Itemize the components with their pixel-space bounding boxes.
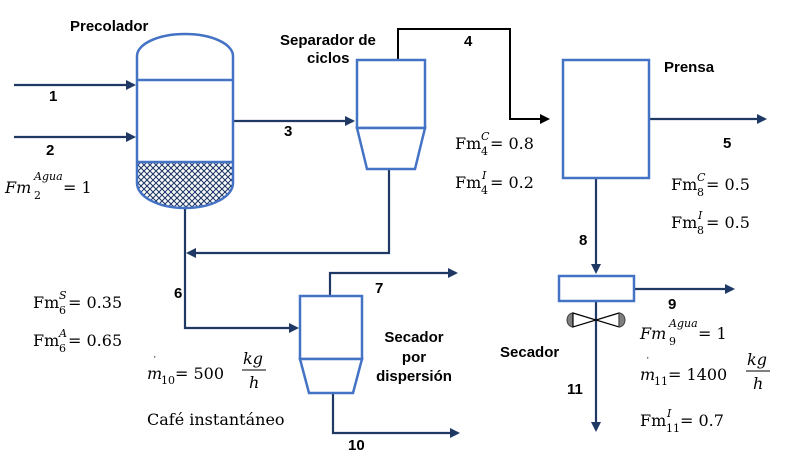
svg-text:kg: kg xyxy=(747,350,767,369)
svg-text:4: 4 xyxy=(481,184,488,197)
svg-text:S: S xyxy=(59,289,67,302)
svg-text:Fm: Fm xyxy=(4,178,31,197)
stream-6-pipe xyxy=(183,198,299,333)
valve-icon xyxy=(566,312,626,328)
stream-6-label: 6 xyxy=(174,285,182,302)
svg-text:10: 10 xyxy=(161,374,175,387)
svg-text:= 1: = 1 xyxy=(63,178,92,197)
stream-5-label: 5 xyxy=(723,135,731,152)
precolador-vessel xyxy=(135,32,235,210)
svg-text:6: 6 xyxy=(59,304,66,317)
svg-text:˙: ˙ xyxy=(152,355,158,368)
svg-text:2: 2 xyxy=(34,189,41,202)
svg-text:h: h xyxy=(753,374,763,393)
svg-text:9: 9 xyxy=(669,335,676,348)
secador-unit xyxy=(557,274,636,303)
svg-text:= 0.35: = 0.35 xyxy=(68,293,122,312)
svg-text:Fm: Fm xyxy=(33,331,59,350)
annotation-m10: m ˙ 10 = 500 kg h xyxy=(147,349,266,392)
stream-10-pipe xyxy=(331,393,460,438)
svg-text:= 0.2: = 0.2 xyxy=(490,173,534,192)
prensa-unit xyxy=(561,58,651,180)
svg-text:h: h xyxy=(249,373,259,392)
annotation-fm4-i: Fm I 4 = 0.2 xyxy=(455,169,534,197)
svg-text:kg: kg xyxy=(243,349,263,368)
svg-text:Fm: Fm xyxy=(33,293,59,312)
annotation-fm6-s: Fm S 6 = 0.35 xyxy=(33,289,122,317)
stream-10-label: 10 xyxy=(348,437,365,454)
stream-3-label: 3 xyxy=(284,123,292,140)
stream-7-pipe xyxy=(328,268,458,296)
recycle-pipe xyxy=(186,169,391,258)
svg-text:Fm: Fm xyxy=(671,213,697,232)
svg-text:Fm: Fm xyxy=(671,175,697,194)
stream-9-label: 9 xyxy=(668,296,676,313)
svg-text:= 1: = 1 xyxy=(698,324,727,343)
svg-text:11: 11 xyxy=(666,422,680,435)
annotation-fm2-agua: Fm Agua 2 = 1 xyxy=(4,170,92,202)
svg-text:4: 4 xyxy=(481,145,488,158)
svg-text:= 0.8: = 0.8 xyxy=(490,134,534,153)
stream-8-label: 8 xyxy=(579,232,587,249)
annotation-m11: m ˙ 11 = 1400 kg h xyxy=(640,350,770,393)
svg-text:Agua: Agua xyxy=(33,170,63,183)
svg-text:I: I xyxy=(666,407,672,420)
svg-text:m: m xyxy=(147,364,162,383)
svg-text:I: I xyxy=(481,169,487,182)
prensa-label: Prensa xyxy=(664,59,715,76)
svg-text:= 0.7: = 0.7 xyxy=(680,411,724,430)
secador-dispersion-unit xyxy=(298,294,364,395)
svg-text:Fm: Fm xyxy=(455,173,481,192)
svg-text:˙: ˙ xyxy=(645,356,651,369)
stream-2-label: 2 xyxy=(46,142,54,159)
svg-text:Fm: Fm xyxy=(639,324,666,343)
svg-text:6: 6 xyxy=(59,342,66,355)
annotation-fm8-c: Fm C 8 = 0.5 xyxy=(671,171,750,199)
precolador-packed-bed xyxy=(137,162,233,208)
annotation-fm9-agua: Fm Agua 9 = 1 xyxy=(639,317,727,348)
stream-11-label: 11 xyxy=(567,381,583,398)
stream-7-label: 7 xyxy=(375,280,383,297)
svg-text:m: m xyxy=(640,365,655,384)
svg-text:11: 11 xyxy=(654,375,668,388)
svg-text:A: A xyxy=(58,327,67,340)
svg-text:= 1400: = 1400 xyxy=(668,365,727,384)
svg-text:Agua: Agua xyxy=(668,317,698,330)
svg-text:= 0.5: = 0.5 xyxy=(706,213,750,232)
svg-text:= 500: = 500 xyxy=(175,364,224,383)
annotation-fm11-i: Fm I 11 = 0.7 xyxy=(640,407,724,435)
svg-text:Fm: Fm xyxy=(455,134,481,153)
annotation-fm8-i: Fm I 8 = 0.5 xyxy=(671,209,750,237)
stream-4-pipe xyxy=(397,28,550,124)
stream-4-label: 4 xyxy=(464,33,473,50)
annotation-fm4-c: Fm C 4 = 0.8 xyxy=(455,130,534,158)
annotation-fm6-a: Fm A 6 = 0.65 xyxy=(33,327,122,355)
svg-text:I: I xyxy=(697,209,703,222)
svg-text:8: 8 xyxy=(697,186,704,199)
svg-text:8: 8 xyxy=(697,224,704,237)
svg-text:= 0.65: = 0.65 xyxy=(68,331,122,350)
secador-dispersion-label-line3: dispersión xyxy=(376,368,452,385)
cafe-instantaneo-label: Café instantáneo xyxy=(147,410,285,429)
secador-dispersion-label-line1: Secador xyxy=(384,329,443,346)
svg-text:C: C xyxy=(481,130,490,143)
precolador-label: Precolador xyxy=(70,18,149,35)
secador-label: Secador xyxy=(500,344,559,361)
svg-text:Fm: Fm xyxy=(640,411,666,430)
svg-text:C: C xyxy=(697,171,706,184)
svg-text:= 0.5: = 0.5 xyxy=(706,175,750,194)
secador-dispersion-label-line2: por xyxy=(402,349,426,366)
stream-1-label: 1 xyxy=(49,88,57,105)
separador-label-line1: Separador de xyxy=(280,32,376,49)
separador-label-line2: ciclos xyxy=(307,50,350,67)
separador-ciclos-unit xyxy=(355,58,427,171)
